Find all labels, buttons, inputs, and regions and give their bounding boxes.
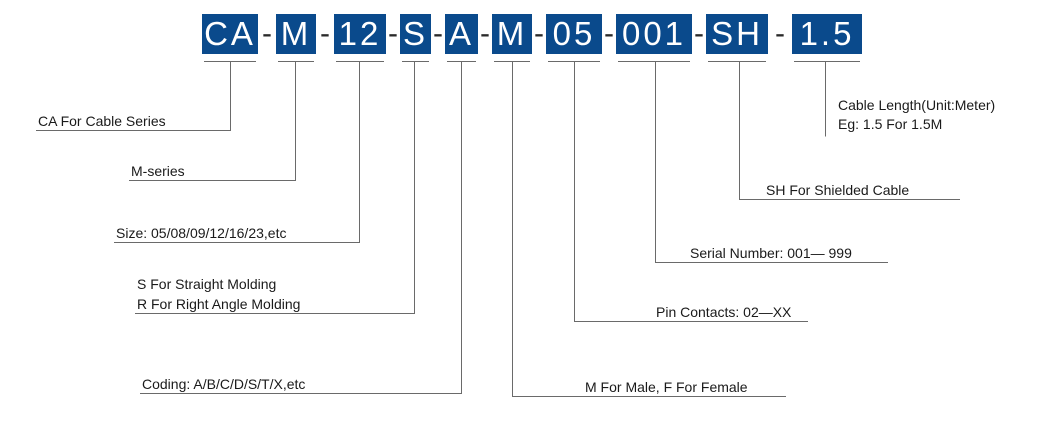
code-segment-gender: M — [492, 14, 532, 54]
label-shielded-cable: SH For Shielded Cable — [766, 182, 910, 198]
label-cable-series: CA For Cable Series — [38, 113, 166, 129]
leader-gender — [512, 62, 786, 397]
label-gender: M For Male, F For Female — [585, 379, 748, 395]
code-segment-molding: S — [400, 14, 431, 54]
code-separator: - — [694, 17, 704, 50]
code-segment-coding: A — [445, 14, 478, 54]
code-separator: - — [262, 17, 272, 50]
code-segment-shield: SH — [706, 14, 768, 54]
code-separator: - — [480, 17, 490, 50]
label-cable-length: Cable Length(Unit:Meter) — [838, 97, 996, 113]
leader-molding — [135, 62, 415, 314]
leader-m-series — [129, 62, 296, 181]
leader-serial — [655, 62, 888, 263]
leader-pins — [574, 62, 808, 322]
leader-ca — [36, 62, 231, 131]
leader-shield — [739, 62, 960, 200]
code-separator: - — [775, 17, 785, 50]
code-segment-series: CA — [202, 14, 258, 54]
code-separator: - — [534, 17, 544, 50]
label-straight-molding: S For Straight Molding — [137, 276, 277, 292]
code-segment-m-series: M — [276, 14, 316, 54]
code-separator: - — [433, 17, 443, 50]
label-size: Size: 05/08/09/12/16/23,etc — [116, 225, 287, 241]
part-number-code: CA - M - 12 - S - A - M - 05 - 001 - SH … — [0, 0, 1058, 60]
leader-coding — [140, 62, 462, 394]
label-coding: Coding: A/B/C/D/S/T/X,etc — [142, 376, 306, 392]
leader-size — [114, 62, 360, 243]
code-segment-size: 12 — [334, 14, 386, 54]
code-separator: - — [604, 17, 614, 50]
code-separator: - — [320, 17, 330, 50]
code-segment-pins: 05 — [546, 14, 602, 54]
label-length-example: Eg: 1.5 For 1.5M — [838, 116, 943, 132]
label-serial-number: Serial Number: 001— 999 — [690, 245, 852, 261]
label-pin-contacts: Pin Contacts: 02—XX — [656, 304, 792, 320]
code-separator: - — [388, 17, 398, 50]
code-segment-serial: 001 — [616, 14, 692, 54]
label-right-angle-molding: R For Right Angle Molding — [137, 296, 301, 312]
code-segment-length: 1.5 — [792, 14, 862, 54]
label-m-series: M-series — [131, 163, 185, 179]
